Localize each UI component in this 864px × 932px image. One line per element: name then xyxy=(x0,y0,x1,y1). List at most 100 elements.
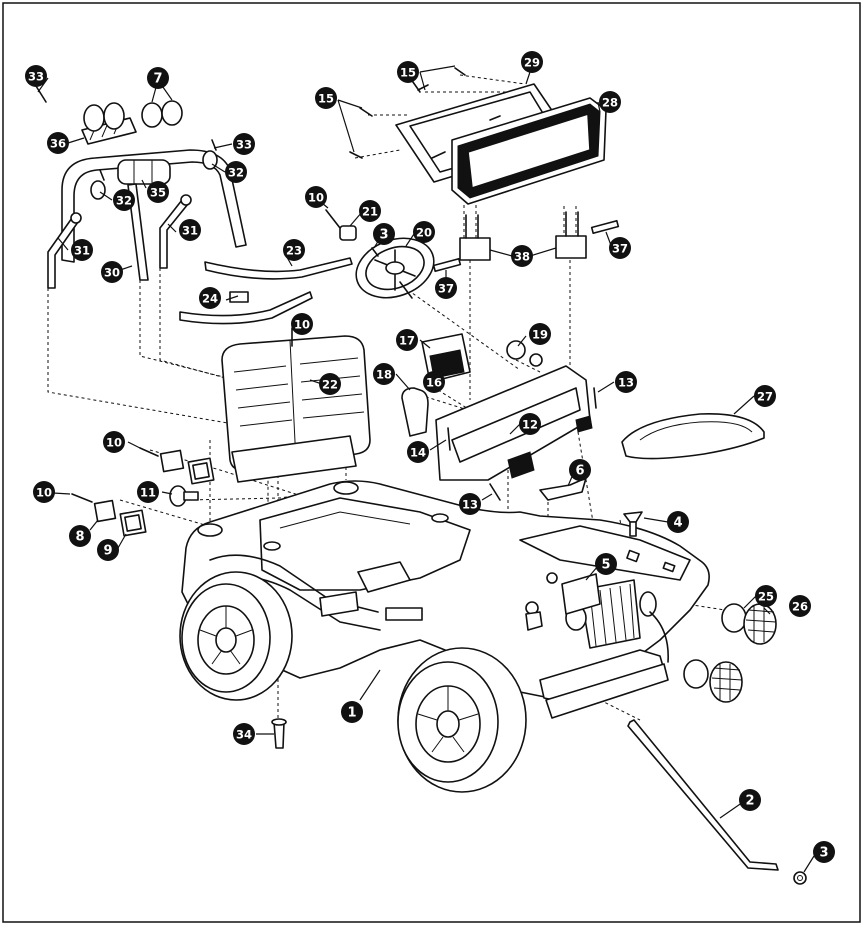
callout-circle xyxy=(754,385,776,407)
callout-23: 23 xyxy=(283,239,305,261)
callout-circle xyxy=(283,239,305,261)
callout-37: 37 xyxy=(435,277,457,299)
callout-circle xyxy=(435,277,457,299)
callout-number: 26 xyxy=(792,600,808,614)
callout-circle xyxy=(305,186,327,208)
callout-circle xyxy=(396,329,418,351)
callout-circle xyxy=(47,132,69,154)
callout-number: 3 xyxy=(379,228,388,243)
battery-cover xyxy=(621,413,765,460)
callout-circle xyxy=(137,481,159,503)
callout-circle xyxy=(225,161,247,183)
callout-number: 2 xyxy=(745,794,754,809)
callout-10: 10 xyxy=(305,186,327,208)
callout-21: 21 xyxy=(359,200,381,222)
callout-number: 25 xyxy=(758,590,774,604)
callout-circle xyxy=(569,459,591,481)
callout-number: 24 xyxy=(202,292,218,306)
callout-circle xyxy=(373,223,395,245)
callout-26: 26 xyxy=(789,595,811,617)
callout-13: 13 xyxy=(459,493,481,515)
callout-number: 8 xyxy=(75,530,84,545)
callout-circle xyxy=(511,245,533,267)
callout-circle xyxy=(291,313,313,335)
callout-number: 31 xyxy=(74,244,90,258)
callout-circle xyxy=(599,91,621,113)
callout-number: 6 xyxy=(575,464,584,479)
callout-8: 8 xyxy=(69,525,91,547)
callout-20: 20 xyxy=(413,221,435,243)
callout-number: 36 xyxy=(50,137,66,151)
callout-circle xyxy=(739,789,761,811)
callout-number: 32 xyxy=(116,194,132,208)
callout-circle xyxy=(97,539,119,561)
callout-17: 17 xyxy=(396,329,418,351)
callout-number: 11 xyxy=(140,486,156,500)
callout-13: 13 xyxy=(615,371,637,393)
callout-number: 10 xyxy=(294,318,310,332)
callout-circle xyxy=(667,511,689,533)
callout-circle xyxy=(113,189,135,211)
callout-36: 36 xyxy=(47,132,69,154)
callout-number: 15 xyxy=(400,66,416,80)
callout-number: 33 xyxy=(28,70,44,84)
callout-number: 13 xyxy=(462,498,478,512)
callout-number: 13 xyxy=(618,376,634,390)
callout-number: 27 xyxy=(757,390,773,404)
seat xyxy=(221,327,371,483)
callout-number: 31 xyxy=(182,224,198,238)
callout-15: 15 xyxy=(397,61,419,83)
callout-circle xyxy=(423,371,445,393)
callout-circle xyxy=(521,51,543,73)
callout-number: 17 xyxy=(399,334,415,348)
callout-number: 9 xyxy=(103,544,112,559)
side-lights xyxy=(71,447,215,537)
callout-33: 33 xyxy=(25,65,47,87)
callout-circle xyxy=(609,237,631,259)
front-lights xyxy=(683,603,777,703)
seat-straps xyxy=(179,257,353,325)
callout-31: 31 xyxy=(71,239,93,261)
callout-circle xyxy=(147,67,169,89)
callout-33: 33 xyxy=(233,133,255,155)
callout-number: 4 xyxy=(673,516,682,531)
callout-number: 16 xyxy=(426,376,442,390)
callout-32: 32 xyxy=(225,161,247,183)
callout-9: 9 xyxy=(97,539,119,561)
callout-circle xyxy=(233,133,255,155)
callout-circle xyxy=(459,493,481,515)
callout-number: 10 xyxy=(106,436,122,450)
callout-circle xyxy=(103,431,125,453)
callout-29: 29 xyxy=(521,51,543,73)
steering-assembly xyxy=(325,209,435,299)
callout-circle xyxy=(319,373,341,395)
callout-34: 34 xyxy=(233,723,255,745)
callout-circle xyxy=(147,181,169,203)
callout-10: 10 xyxy=(291,313,313,335)
callout-6: 6 xyxy=(569,459,591,481)
callout-19: 19 xyxy=(529,323,551,345)
callout-37: 37 xyxy=(609,237,631,259)
callout-circle xyxy=(33,481,55,503)
callout-15: 15 xyxy=(315,87,337,109)
callout-32: 32 xyxy=(113,189,135,211)
callout-circle xyxy=(373,363,395,385)
callout-10: 10 xyxy=(33,481,55,503)
callout-number: 18 xyxy=(376,368,392,382)
callout-circle xyxy=(529,323,551,345)
callout-number: 21 xyxy=(362,205,378,219)
callout-number: 23 xyxy=(286,244,302,258)
callout-11: 11 xyxy=(137,481,159,503)
callout-number: 38 xyxy=(514,250,530,264)
callout-number: 22 xyxy=(322,378,338,392)
callout-circle xyxy=(359,200,381,222)
callout-38: 38 xyxy=(511,245,533,267)
callout-circle xyxy=(25,65,47,87)
callout-31: 31 xyxy=(179,219,201,241)
callout-10: 10 xyxy=(103,431,125,453)
callout-circle xyxy=(413,221,435,243)
callout-18: 18 xyxy=(373,363,395,385)
